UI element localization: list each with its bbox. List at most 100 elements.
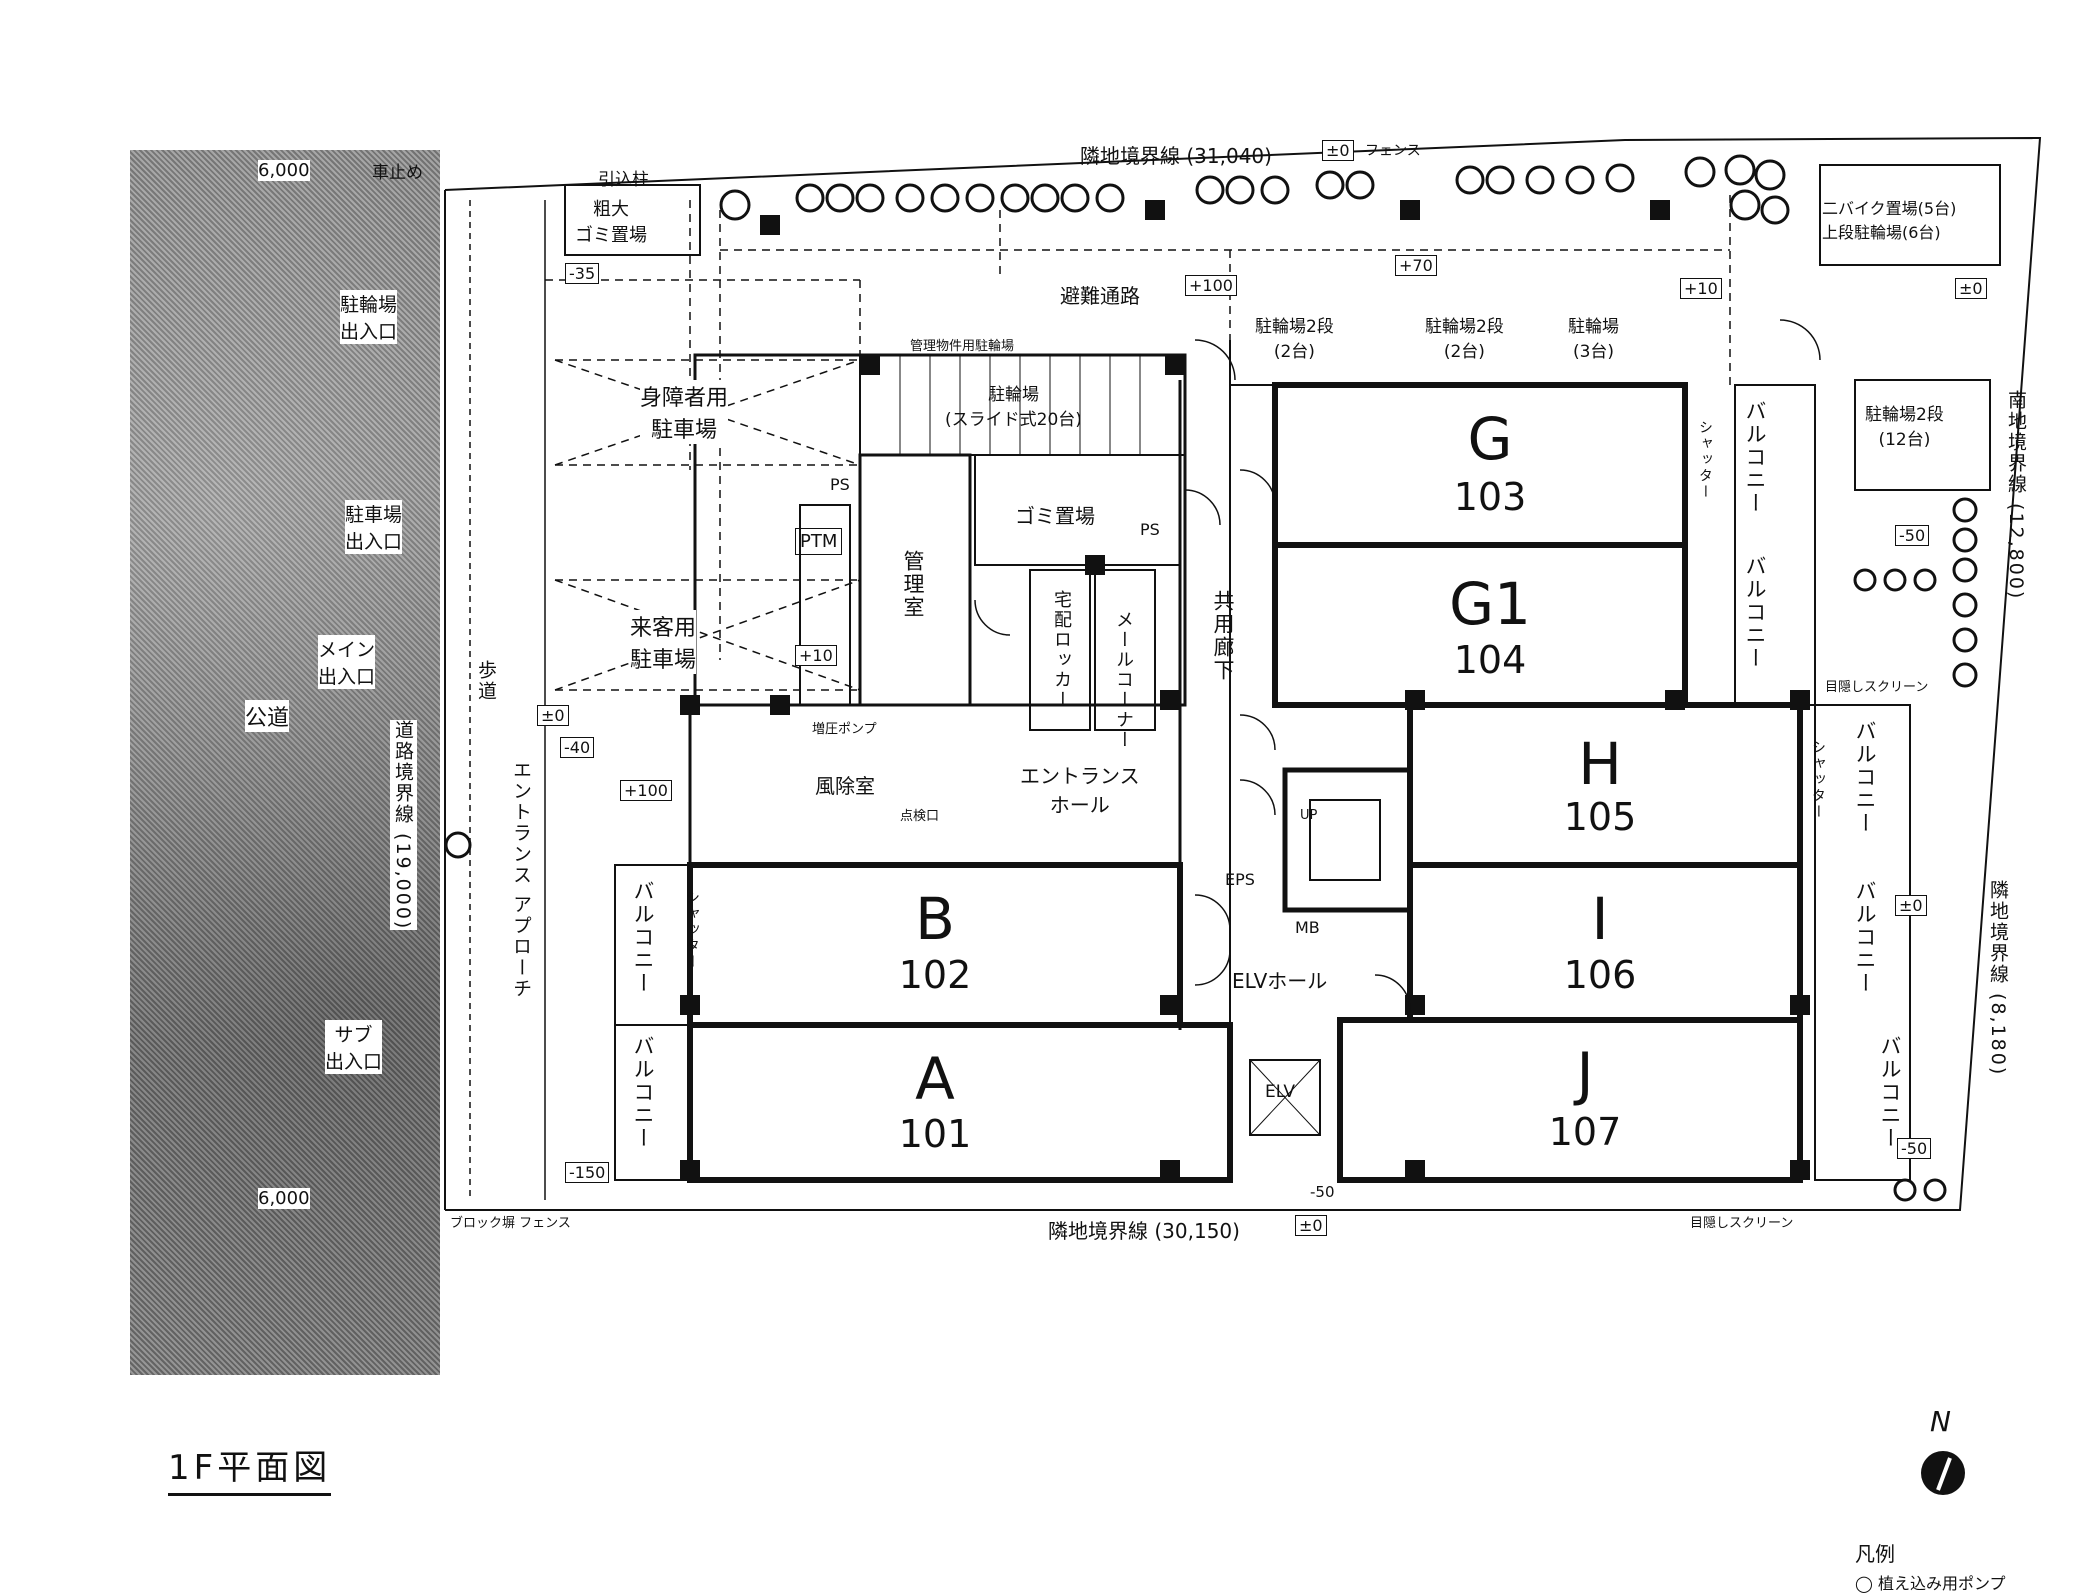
elevation-tag: +10 xyxy=(1680,278,1722,299)
unit-letter: G1 xyxy=(1449,570,1531,638)
balcony-label: バルコニー xyxy=(1743,555,1767,670)
mb-label: MB xyxy=(1295,918,1320,937)
elevation-tag: -150 xyxy=(565,1162,610,1183)
parking-lines xyxy=(545,200,1001,700)
unit-number: 105 xyxy=(1563,795,1637,839)
gate-sub-label: サブ 出入口 xyxy=(325,1020,383,1074)
balcony-label: バルコニー xyxy=(1878,1035,1902,1150)
manager-room xyxy=(858,453,972,707)
elevation-tag: +100 xyxy=(1185,275,1237,296)
pillar-label: 引込柱 xyxy=(598,170,649,190)
unit-number: 102 xyxy=(898,953,972,997)
bike-ne xyxy=(1819,164,2001,266)
entrance-hall-label: エントランス ホール xyxy=(1020,764,1140,817)
elevation-tag: ±0 xyxy=(1295,1215,1327,1236)
balcony-label: バルコニー xyxy=(1853,880,1877,995)
unit-number: 106 xyxy=(1563,953,1637,997)
shutter-label: シャッター xyxy=(1697,420,1713,500)
bike-e xyxy=(1854,379,1991,491)
balcony-east-lower xyxy=(1814,704,1911,1181)
ps-label: PS xyxy=(1140,520,1160,539)
boundary-east-lower: 隣地境界線 (8,180) xyxy=(1987,880,2009,1077)
elevator-box xyxy=(1249,1059,1321,1136)
unit-letter: J xyxy=(1576,1040,1594,1108)
north-compass-icon xyxy=(1921,1451,1965,1495)
stair-core xyxy=(1282,767,1413,913)
road-width-bottom: 6,000 xyxy=(258,1188,310,1209)
checker-label: 点検口 xyxy=(900,809,940,824)
public-road-shade xyxy=(130,150,440,1375)
balcony-east-upper xyxy=(1734,384,1816,706)
gate-car-label: 駐車場 出入口 xyxy=(345,500,403,554)
locker xyxy=(1029,569,1091,731)
elevation-tag: -35 xyxy=(565,263,600,284)
unit-number: 103 xyxy=(1453,475,1527,519)
unit-number: 101 xyxy=(898,1112,972,1156)
delivery-locker-label: 宅配ロッカー xyxy=(1051,590,1072,710)
site-boundary xyxy=(444,136,2042,1211)
legend-item: ◯ 植え込み用ポンプ xyxy=(1855,1574,2006,1593)
unit-letter: A xyxy=(915,1045,955,1113)
boundary-north: 隣地境界線 (31,040) xyxy=(1080,144,1272,168)
screen-label: 目隠しスクリーン xyxy=(1690,1216,1794,1231)
approach-label: エントランス アプローチ xyxy=(510,760,532,1000)
evacuation-label: 避難通路 xyxy=(1060,284,1140,308)
balcony-label: バルコニー xyxy=(631,880,655,995)
ptm-label: PTM xyxy=(795,528,843,555)
elevation-tag: ±0 xyxy=(1322,140,1354,161)
block-fence-label: ブロック塀 フェンス xyxy=(450,1216,571,1231)
elv-label: ELV xyxy=(1265,1082,1295,1102)
gate-bike-label: 駐輪場 出入口 xyxy=(340,290,398,344)
unit-letter: H xyxy=(1578,730,1622,798)
north-label: N xyxy=(1930,1405,1951,1438)
unit-letter: B xyxy=(915,885,955,953)
ps-label: PS xyxy=(830,475,850,494)
unit-letter: G xyxy=(1467,405,1513,473)
unit-letter: I xyxy=(1591,885,1609,953)
bike-main-label: 駐輪場 (スライド式20台) xyxy=(945,385,1082,430)
elevation-tag: +100 xyxy=(620,780,672,801)
road-width-top: 6,000 xyxy=(258,160,310,181)
road-label: 公道 xyxy=(245,700,290,732)
door-swings xyxy=(974,319,1821,1011)
manager-room-label: 管理室 xyxy=(901,550,925,619)
structural-columns xyxy=(680,200,1810,1180)
elevation-tag: ±0 xyxy=(1955,278,1987,299)
balcony-label: バルコニー xyxy=(1853,720,1877,835)
elevation-tag: -50 xyxy=(1895,525,1930,546)
eps-label: EPS xyxy=(1225,870,1255,889)
car-stop-label: 車止め xyxy=(372,163,423,183)
elevation-tag: -40 xyxy=(560,737,595,758)
bike-top-label: 駐輪場2段 (2台) xyxy=(1255,317,1334,362)
parking-disabled-label: 身障者用 駐車場 xyxy=(640,380,729,444)
public-road-area xyxy=(130,150,440,1375)
pump-label: 増圧ポンプ xyxy=(812,722,877,737)
elevation-tag: ±0 xyxy=(537,705,569,726)
bike-top3-label: 駐輪場 (3台) xyxy=(1568,317,1619,362)
boundary-east-upper: 南地境界線 (12,800) xyxy=(2005,390,2027,601)
corridor-label: 共用廊下 xyxy=(1211,590,1235,682)
bike-top2-label: 駐輪場2段 (2台) xyxy=(1425,317,1504,362)
unit-j-outline xyxy=(1337,1017,1803,1183)
bike-tenant-label: 管理物件用駐輪場 xyxy=(910,339,1015,354)
unit-number: 107 xyxy=(1548,1110,1622,1154)
garbage-label: ゴミ置場 xyxy=(1015,504,1095,528)
balcony-west-a xyxy=(614,1024,691,1181)
boundary-south: 隣地境界線 (30,150) xyxy=(1048,1219,1240,1243)
mail-corner xyxy=(1094,569,1156,731)
unit-number: 104 xyxy=(1453,638,1527,682)
elevation-tag: -50 xyxy=(1310,1183,1335,1201)
bulky-garbage-label: 粗大 ゴミ置場 xyxy=(575,199,647,246)
elevation-tag: ±0 xyxy=(1895,895,1927,916)
walkway-label: 歩道 xyxy=(475,660,497,702)
elevation-tag: -50 xyxy=(1897,1138,1932,1159)
elevation-tag: +70 xyxy=(1395,255,1437,276)
up-label: UP xyxy=(1300,808,1318,823)
legend-title: 凡例 xyxy=(1855,1542,1895,1566)
balcony-label: バルコニー xyxy=(631,1035,655,1150)
boundary-west: 道路境界線 (19,000) xyxy=(390,720,417,931)
drawing-title: 1F平面図 xyxy=(168,1440,332,1496)
elv-hall-label: ELVホール xyxy=(1232,969,1328,993)
gate-main-label: メイン 出入口 xyxy=(318,635,376,689)
shutter-label: シャッター xyxy=(684,890,700,970)
